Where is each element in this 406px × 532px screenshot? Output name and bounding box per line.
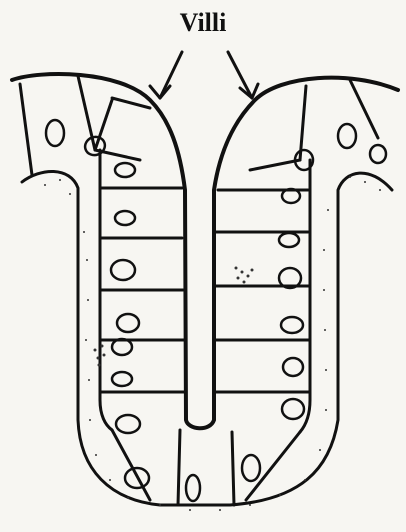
arrow-right-icon (228, 52, 258, 98)
basement-outline (22, 171, 392, 505)
arrow-left-icon (150, 52, 182, 98)
